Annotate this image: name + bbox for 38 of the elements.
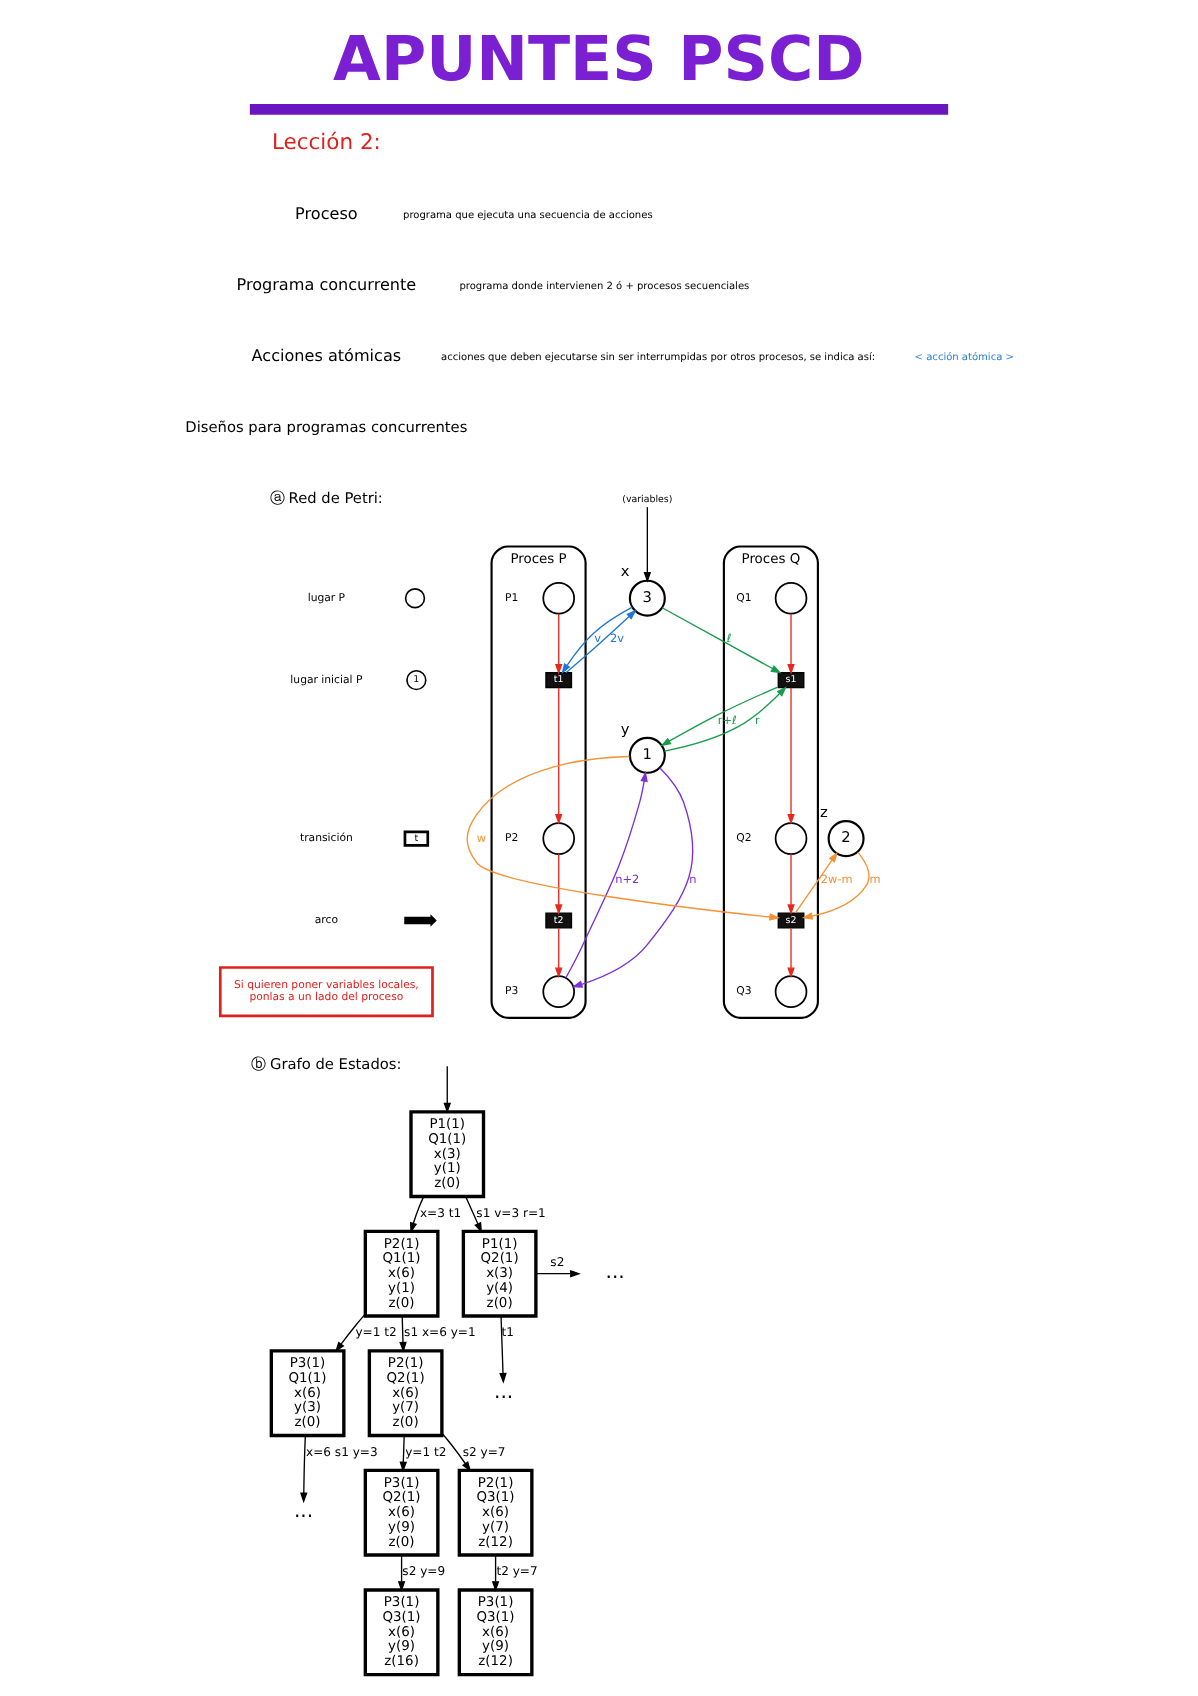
node-circle: [542, 975, 576, 1008]
node-circle: [774, 581, 808, 615]
arrow: [565, 770, 648, 979]
node-text: ...: [293, 1501, 314, 1524]
arrow: [787, 927, 795, 979]
arrow: [499, 1315, 507, 1384]
arrow: [335, 1313, 366, 1353]
node-circle: [774, 822, 808, 855]
arrow: [787, 687, 795, 825]
arrow: [300, 1435, 308, 1504]
arrow: [441, 1432, 472, 1473]
arrow: [643, 506, 652, 583]
arrow: [443, 1065, 451, 1114]
arrow: [466, 755, 781, 921]
node-circle: [774, 975, 808, 1008]
arrow: [801, 851, 870, 920]
arrow: [554, 687, 563, 825]
diagram-title: APUNTES PSCD: [333, 23, 865, 96]
label: Lección 2:: [271, 128, 381, 155]
arrow: [794, 851, 838, 914]
arrow: [554, 853, 563, 916]
arrow: [554, 927, 563, 979]
node-text: ...: [605, 1262, 625, 1285]
arrow: [397, 1554, 406, 1592]
arrow: [535, 1269, 581, 1278]
arrow: [787, 853, 795, 916]
node-circle: [542, 581, 576, 615]
arrow: [491, 1554, 500, 1592]
arrow: [571, 767, 694, 988]
arrow: [465, 1196, 483, 1234]
arrow: [661, 607, 782, 674]
arrow: [554, 613, 563, 675]
node-circle: [542, 822, 576, 855]
node-text: ...: [494, 1381, 514, 1404]
arrow: [787, 613, 795, 675]
arrow: [399, 1435, 408, 1473]
arrow: [409, 1196, 425, 1234]
arrow: [399, 1315, 407, 1353]
